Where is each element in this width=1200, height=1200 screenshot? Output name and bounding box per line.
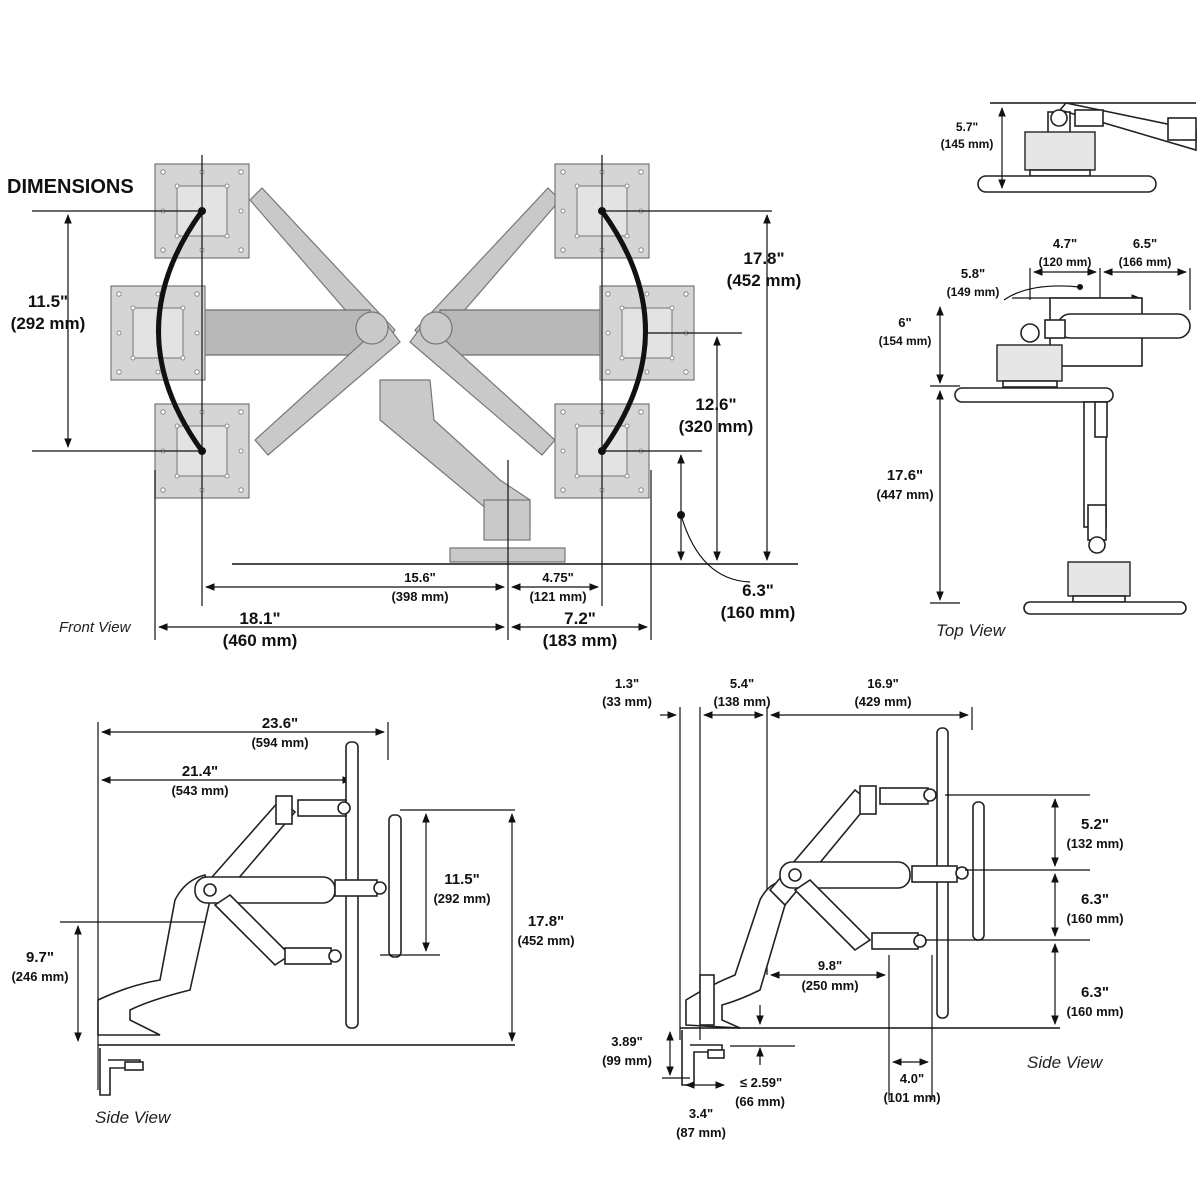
top-view-label: Top View xyxy=(936,621,1007,640)
side-view-left: 23.6" (594 mm) 21.4" (543 mm) 11.5" (292… xyxy=(11,715,574,1127)
side-right-dim-3-in: 16.9" xyxy=(867,676,898,691)
front-dim-2-in: 17.8" xyxy=(743,249,784,268)
top-view: 5.7" (145 mm) 4.7" (120 mm) 6.5" (166 mm… xyxy=(876,102,1197,640)
side-right-dim-6-in: 6.3" xyxy=(1081,984,1109,1001)
side-right-dim-9-in: ≤ 2.59" xyxy=(740,1075,782,1090)
side-right-dim-4-mm: (132 mm) xyxy=(1066,836,1123,851)
side-left-dim-2-mm: (543 mm) xyxy=(171,783,228,798)
side-right-dim-5-mm: (160 mm) xyxy=(1066,911,1123,926)
side-right-dim-10-in: 3.4" xyxy=(689,1106,713,1121)
side-right-dim-7-in: 9.8" xyxy=(818,958,842,973)
side-right-dim-8-mm: (99 mm) xyxy=(602,1053,652,1068)
page-title: DIMENSIONS xyxy=(7,176,134,198)
front-dim-8-mm: (183 mm) xyxy=(543,631,618,650)
front-dim-5-mm: (398 mm) xyxy=(391,589,448,604)
front-arm-right xyxy=(409,187,611,456)
side-right-dim-11-mm: (101 mm) xyxy=(883,1090,940,1105)
side-left-dim-4-in: 17.8" xyxy=(528,913,564,930)
top-dim-1-mm: (145 mm) xyxy=(941,137,994,151)
front-dim-7-in: 18.1" xyxy=(239,609,280,628)
front-dim-1-in: 11.5" xyxy=(28,292,68,311)
side-right-dim-1-mm: (33 mm) xyxy=(602,694,652,709)
top-dim-2-mm: (120 mm) xyxy=(1039,255,1092,269)
front-dim-6-in: 4.75" xyxy=(542,570,573,585)
rotation-arc-right xyxy=(599,209,648,453)
side-left-dim-3-mm: (292 mm) xyxy=(433,891,490,906)
top-dim-3-in: 6.5" xyxy=(1133,236,1157,251)
top-dim-5-in: 6" xyxy=(898,315,911,330)
side-right-dim-2-in: 5.4" xyxy=(730,676,754,691)
front-dim-2-mm: (452 mm) xyxy=(727,271,802,290)
top-dim-1-in: 5.7" xyxy=(956,120,978,134)
front-dim-3-in: 12.6" xyxy=(695,395,736,414)
side-right-dim-8-in: 3.89" xyxy=(611,1034,642,1049)
top-dim-2-in: 4.7" xyxy=(1053,236,1077,251)
side-left-dim-1-mm: (594 mm) xyxy=(251,735,308,750)
top-dim-4-mm: (149 mm) xyxy=(947,285,1000,299)
front-dim-3-mm: (320 mm) xyxy=(679,417,754,436)
front-dim-4-in: 6.3" xyxy=(742,581,774,600)
rotation-arc-left xyxy=(156,209,205,453)
side-left-dim-2-in: 21.4" xyxy=(182,763,218,780)
front-view: 11.5" (292 mm) 17.8" (452 mm) 12.6" (320… xyxy=(11,155,802,650)
side-right-dim-1-in: 1.3" xyxy=(615,676,639,691)
side-left-dim-5-in: 9.7" xyxy=(26,949,54,966)
side-right-dim-10-mm: (87 mm) xyxy=(676,1125,726,1140)
side-left-dim-5-mm: (246 mm) xyxy=(11,969,68,984)
front-dim-7-mm: (460 mm) xyxy=(223,631,298,650)
side-right-dim-9-mm: (66 mm) xyxy=(735,1094,785,1109)
side-right-dim-5-in: 6.3" xyxy=(1081,891,1109,908)
front-dim-1-mm: (292 mm) xyxy=(11,314,86,333)
side-right-dim-11-in: 4.0" xyxy=(900,1071,924,1086)
side-left-dim-1-in: 23.6" xyxy=(262,715,298,732)
front-dim-6-mm: (121 mm) xyxy=(529,589,586,604)
front-dim-8-in: 7.2" xyxy=(564,609,596,628)
top-dim-6-in: 17.6" xyxy=(887,467,923,484)
side-view-left-label: Side View xyxy=(95,1108,172,1127)
side-right-dim-4-in: 5.2" xyxy=(1081,816,1109,833)
side-view-right-label: Side View xyxy=(1027,1053,1104,1072)
front-center-column xyxy=(379,379,566,563)
side-right-dim-3-mm: (429 mm) xyxy=(854,694,911,709)
top-dim-4-in: 5.8" xyxy=(961,266,985,281)
side-left-dim-3-in: 11.5" xyxy=(444,871,479,888)
front-arm-left xyxy=(199,187,401,456)
side-right-dim-7-mm: (250 mm) xyxy=(801,978,858,993)
front-view-label: Front View xyxy=(59,619,132,636)
side-right-dim-6-mm: (160 mm) xyxy=(1066,1004,1123,1019)
side-view-right: 1.3" (33 mm) 5.4" (138 mm) 16.9" (429 mm… xyxy=(602,676,1123,1140)
side-right-dim-2-mm: (138 mm) xyxy=(713,694,770,709)
front-dim-4-mm: (160 mm) xyxy=(721,603,796,622)
top-dim-6-mm: (447 mm) xyxy=(876,487,933,502)
top-dim-5-mm: (154 mm) xyxy=(879,334,932,348)
front-dim-5-in: 15.6" xyxy=(404,570,435,585)
side-left-dim-4-mm: (452 mm) xyxy=(517,933,574,948)
top-dim-3-mm: (166 mm) xyxy=(1119,255,1172,269)
